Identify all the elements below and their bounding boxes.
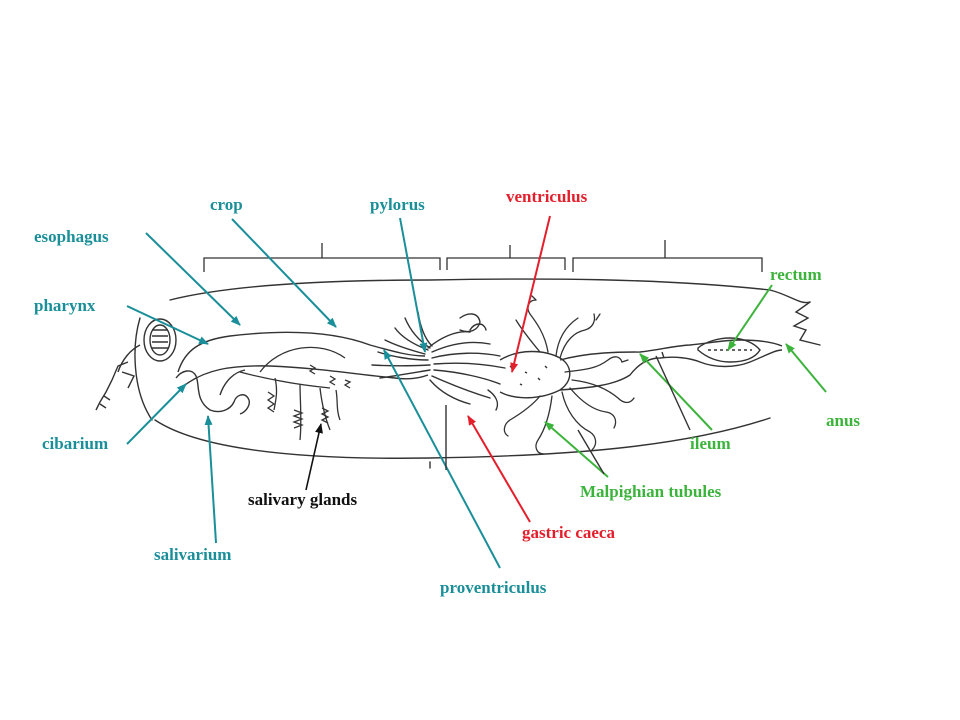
arrow-pharynx <box>126 305 209 345</box>
salivary-glands-drawing <box>239 346 352 441</box>
label-rectum: rectum <box>770 265 822 284</box>
label-salivary-glands: salivary glands <box>248 490 358 509</box>
label-pylorus: pylorus <box>370 195 425 214</box>
arrow-proventriculus <box>383 349 501 569</box>
pointer-line-2 <box>655 355 691 431</box>
malpighian-tubules-drawing <box>503 295 635 455</box>
arrow-salivarium <box>204 415 217 544</box>
arrow-esophagus <box>145 232 241 326</box>
label-salivarium: salivarium <box>154 545 232 564</box>
gut-section-brackets <box>203 240 763 272</box>
label-anus: anus <box>826 411 861 430</box>
label-ventriculus: ventriculus <box>506 187 588 206</box>
arrow-anus <box>785 343 827 393</box>
arrow-gastric-caeca <box>467 415 531 523</box>
label-proventriculus: proventriculus <box>440 578 547 597</box>
body-outline <box>134 278 821 469</box>
arrow-pylorus <box>399 217 428 353</box>
arrow-rectum <box>727 284 773 351</box>
hindgut <box>559 337 783 391</box>
arrow-cibarium <box>126 383 187 445</box>
arrow-ventriculus <box>510 215 551 373</box>
arrow-salivary-glands <box>305 423 323 491</box>
proventriculus-and-caeca <box>371 311 506 411</box>
label-crop: crop <box>210 195 243 214</box>
leader-lines <box>126 215 827 569</box>
arrow-ileum <box>639 353 713 431</box>
label-pharynx: pharynx <box>34 296 96 315</box>
head <box>95 318 177 411</box>
foregut <box>175 331 429 415</box>
midgut-ventriculus <box>499 350 571 399</box>
pointer-line-3 <box>577 429 605 475</box>
label-cibarium: cibarium <box>42 434 109 453</box>
label-ileum: ileum <box>690 434 731 453</box>
label-gastric-caeca: gastric caeca <box>522 523 615 542</box>
label-esophagus: esophagus <box>34 227 109 246</box>
arrow-crop <box>231 218 337 328</box>
label-malpighian-tubules: Malpighian tubules <box>580 482 722 501</box>
arrow-malpighian-tubules <box>544 421 609 478</box>
